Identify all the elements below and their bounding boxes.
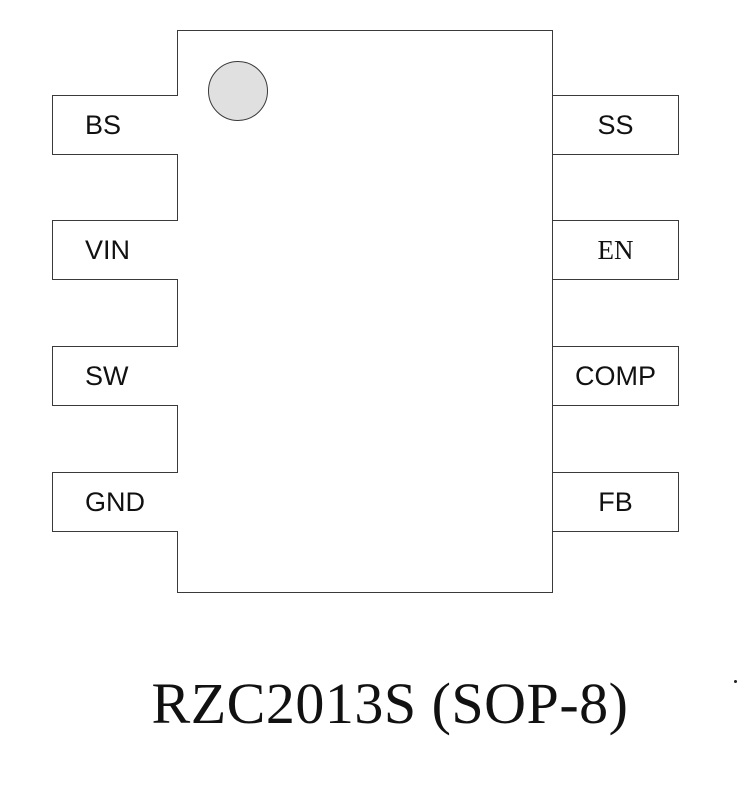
pin-gnd: GND <box>52 472 178 532</box>
pin-label: SS <box>597 109 634 140</box>
pin-fb: FB <box>553 472 679 532</box>
stray-dot <box>734 680 737 683</box>
package-caption: RZC2013S (SOP-8) <box>151 671 629 736</box>
pin-vin: VIN <box>52 220 178 280</box>
pin-label: VIN <box>85 234 131 265</box>
pin-label: EN <box>597 234 634 265</box>
pin-label: GND <box>85 486 145 517</box>
pin-ss: SS <box>553 95 679 155</box>
pin-label: COMP <box>575 360 656 391</box>
pin-bs: BS <box>52 95 178 155</box>
pin-label: FB <box>598 486 633 517</box>
pin1-indicator-icon <box>208 61 268 121</box>
pin-label: SW <box>85 360 129 391</box>
chip-body <box>177 30 553 593</box>
pin-label: BS <box>85 109 122 140</box>
pin-comp: COMP <box>553 346 679 406</box>
pin-sw: SW <box>52 346 178 406</box>
pin-en: EN <box>553 220 679 280</box>
